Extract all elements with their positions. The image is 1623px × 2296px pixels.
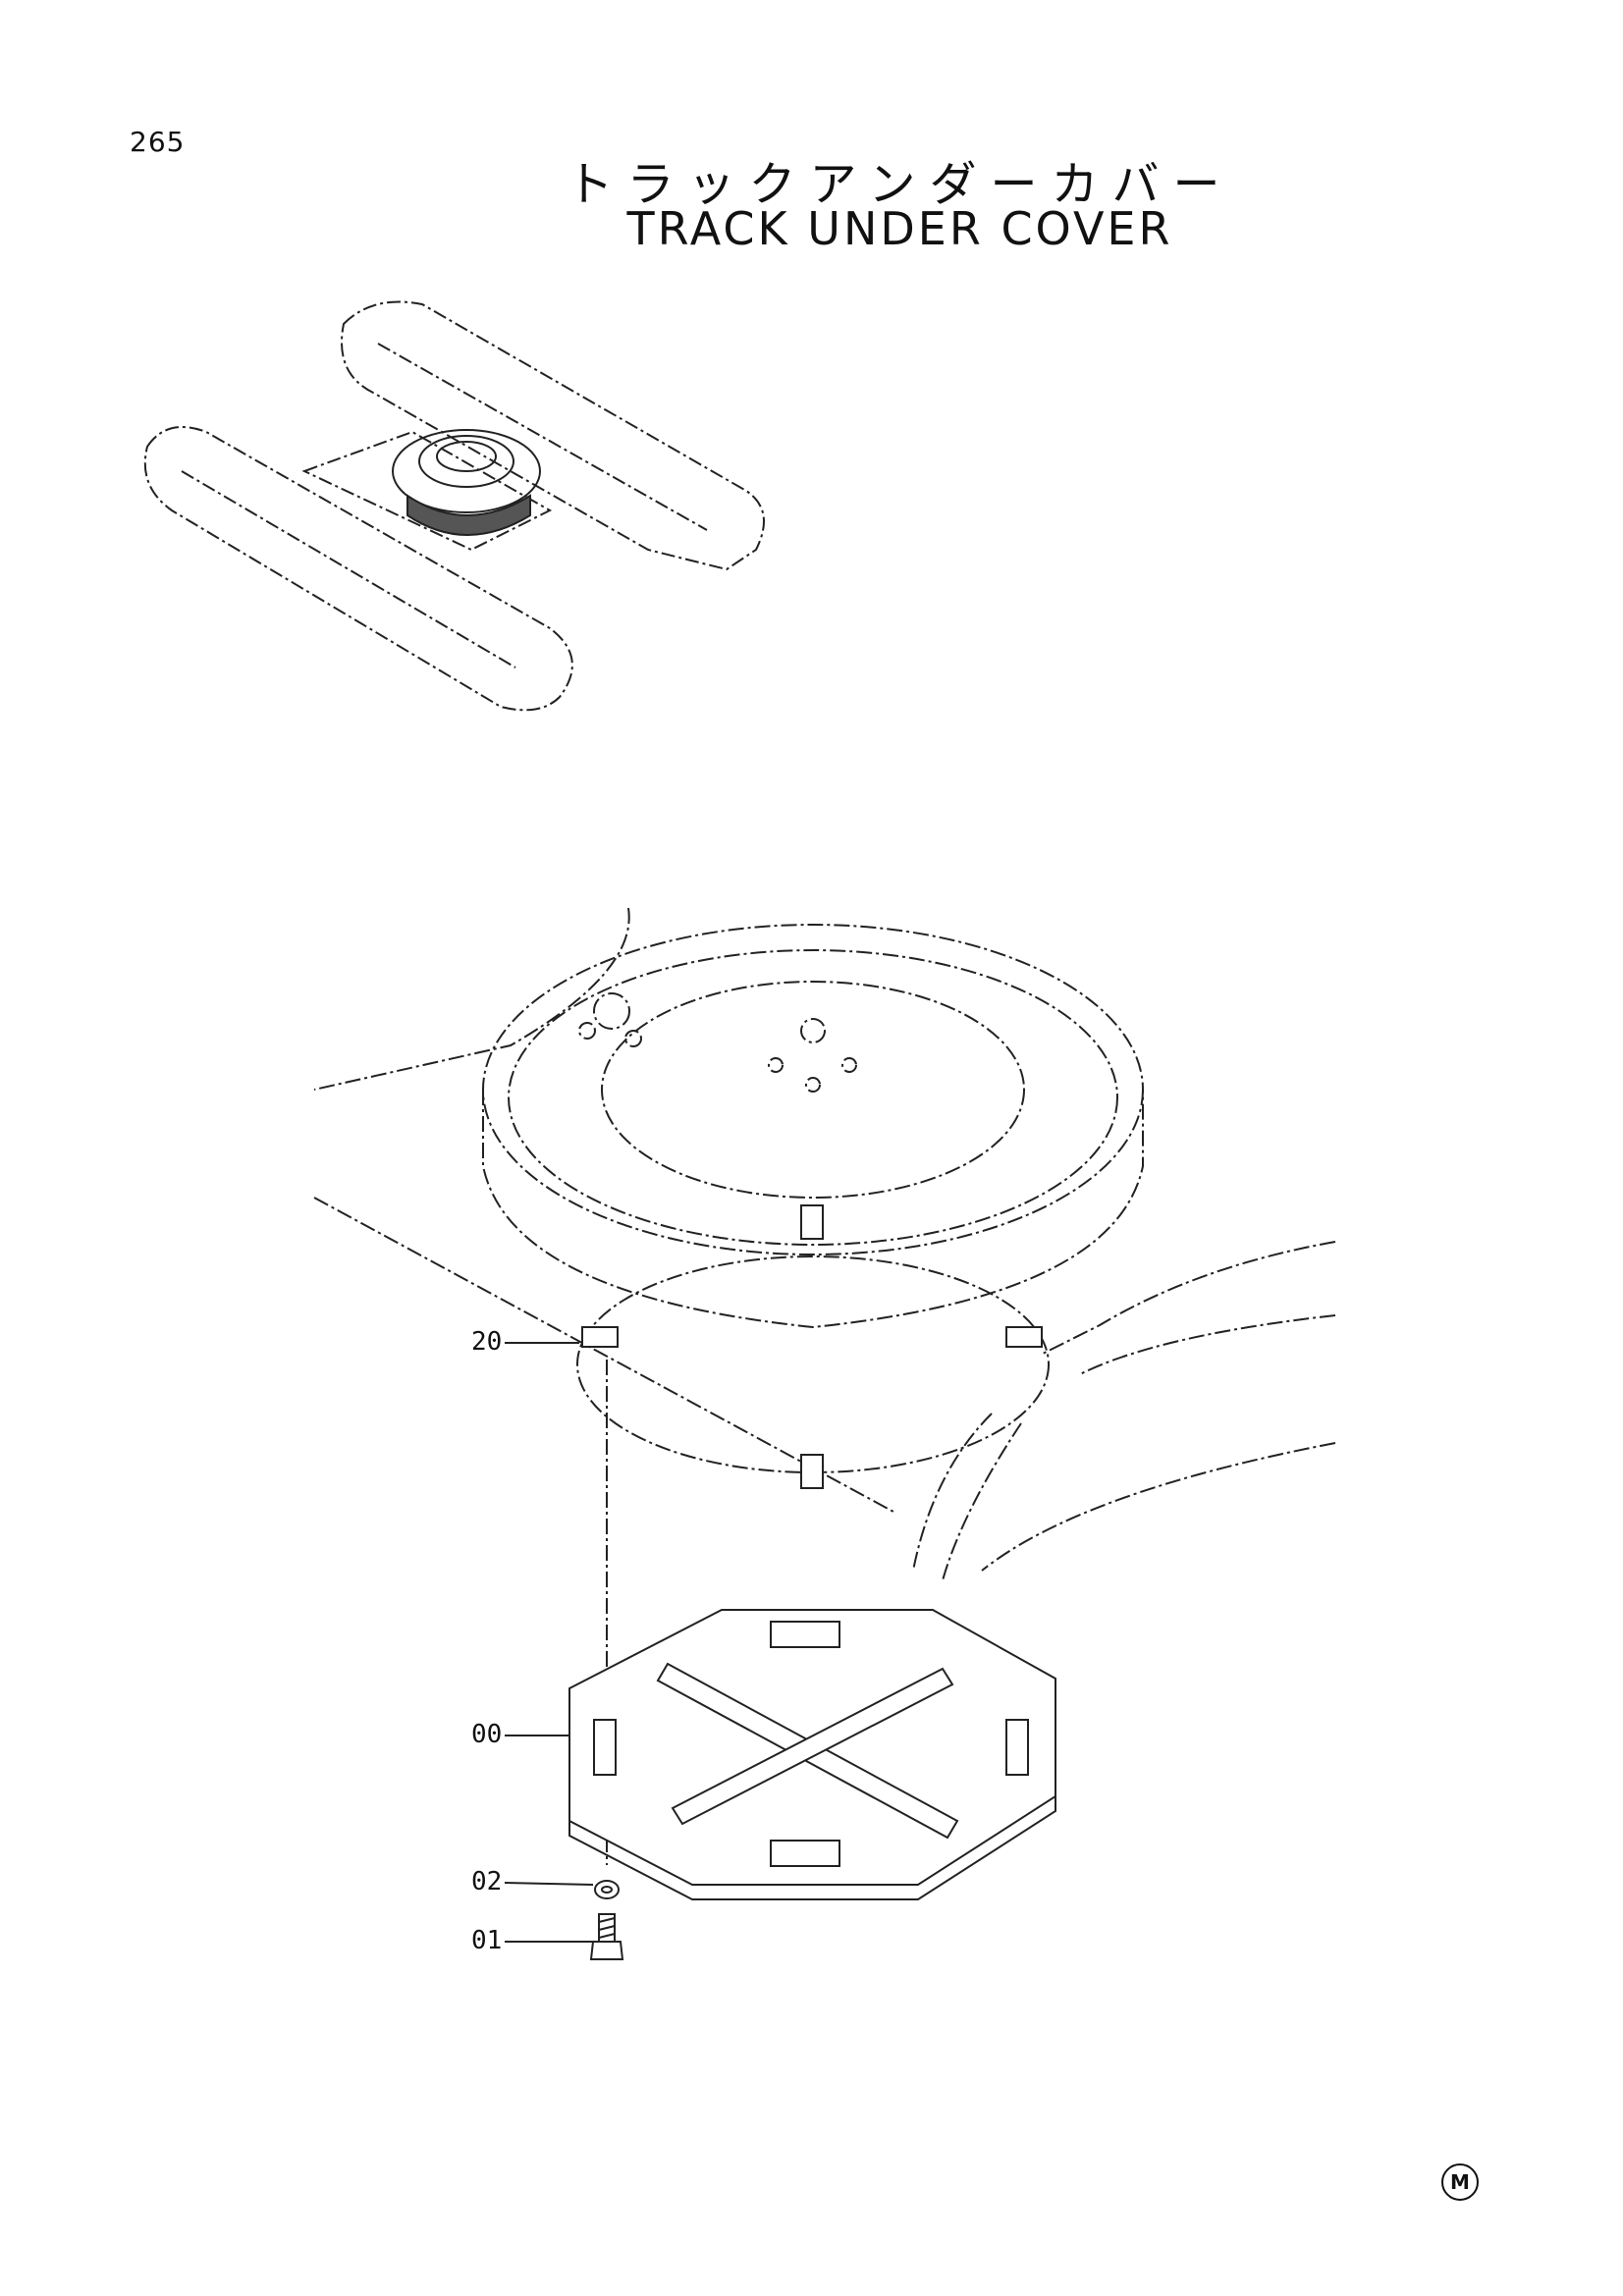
title-english: TRACK UNDER COVER <box>626 202 1173 255</box>
circled-m-mark: M <box>1441 2163 1479 2201</box>
title-japanese: トラックアンダーカバー <box>566 157 1234 212</box>
callout-00: 00 <box>471 1720 503 1749</box>
callout-leaders <box>504 1342 594 1943</box>
bolt <box>589 1913 624 1960</box>
mounting-brackets <box>581 1204 1043 1489</box>
under-cover-plate <box>568 1609 1056 1900</box>
callout-01: 01 <box>471 1926 503 1955</box>
swing-bearing-thumbnail <box>392 429 541 536</box>
callout-02: 02 <box>471 1867 503 1896</box>
page-number: 265 <box>130 126 186 158</box>
washer <box>594 1880 620 1899</box>
undercarriage-thumbnail <box>143 300 765 712</box>
callout-20: 20 <box>471 1327 503 1357</box>
swing-bearing-reference <box>313 907 1336 1865</box>
